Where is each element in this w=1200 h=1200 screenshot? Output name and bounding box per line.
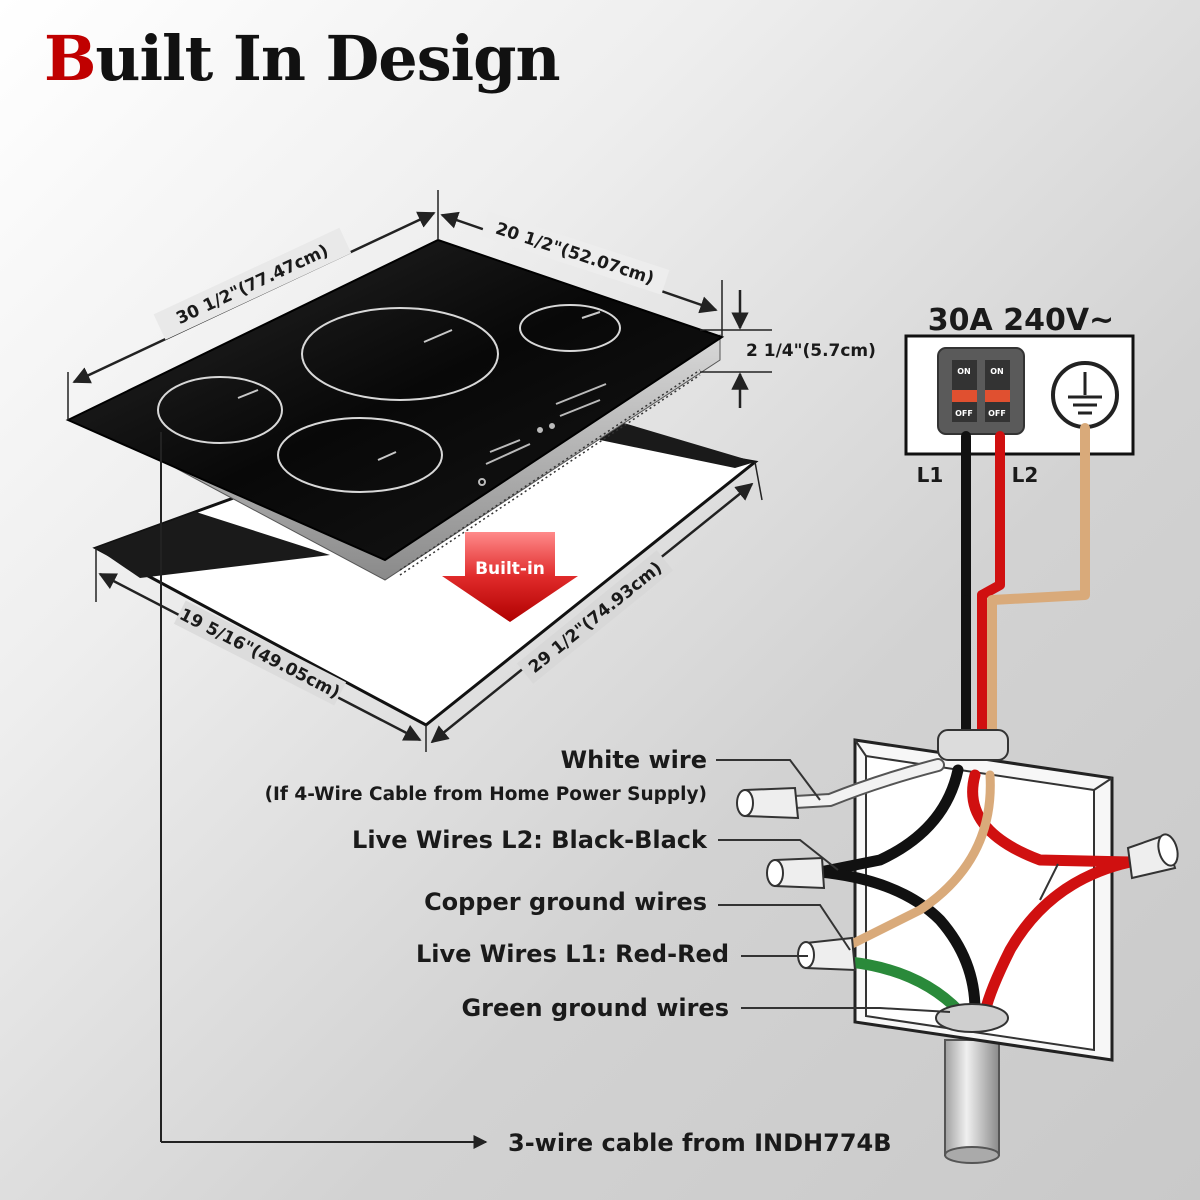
label-white-wire: White wire	[561, 746, 707, 774]
title-rest: uilt In Design	[95, 22, 560, 95]
cutout-shadow-right	[600, 416, 755, 468]
cable-label: 3-wire cable from INDH774B	[508, 1129, 892, 1157]
wire-black-inside-1	[814, 764, 964, 878]
switch-on-left: ON	[957, 367, 971, 376]
conduit-pipe	[944, 1039, 1000, 1156]
wire-green-inside	[844, 956, 966, 1018]
breaker-switch-housing	[937, 347, 1025, 435]
switch-off-left: OFF	[955, 409, 973, 418]
wire-nut-white	[736, 786, 800, 820]
control-panel	[478, 383, 607, 486]
wire-labels: White wire (If 4-Wire Cable from Home Po…	[265, 746, 729, 1022]
leader-lines	[716, 759, 1059, 1013]
wire-copper-inside	[845, 770, 995, 950]
wires	[788, 423, 1136, 1033]
label-white-wire-note: (If 4-Wire Cable from Home Power Supply)	[265, 784, 707, 805]
junction-box	[853, 738, 1114, 1164]
label-copper-ground: Copper ground wires	[424, 888, 707, 916]
cable-route	[160, 432, 488, 1149]
label-green-ground: Green ground wires	[461, 994, 729, 1022]
breaker-rating: 30A 240V~	[928, 303, 1114, 338]
breaker-l1-label: L1	[917, 463, 944, 487]
cutout-shadow-left	[96, 512, 330, 578]
breaker-l2-label: L2	[1012, 463, 1039, 487]
switch-off-right: OFF	[988, 409, 1006, 418]
label-live-l2: Live Wires L2: Black-Black	[352, 826, 708, 854]
wire-nuts	[736, 786, 1179, 972]
wire-nut-copper-green	[797, 936, 857, 972]
wire-black-inside-2	[814, 866, 981, 1016]
breaker-panel: 30A 240V~ ON ON OFF OFF L1 L2	[904, 303, 1135, 487]
page-title: Built In Design	[44, 22, 561, 95]
wire-copper-supply	[987, 423, 1090, 740]
label-live-l1: Live Wires L1: Red-Red	[416, 940, 729, 968]
ground-symbol-icon	[1051, 361, 1119, 429]
wire-nut-red	[1126, 833, 1179, 880]
wire-red-inside-2	[979, 856, 1136, 1018]
title-first-letter: B	[44, 22, 96, 95]
wire-nut-black	[766, 856, 826, 890]
dim-height: 2 1/4"(5.7cm)	[746, 341, 876, 361]
built-in-label: Built-in	[475, 559, 545, 579]
burner-center-front	[277, 417, 443, 493]
switch-on-right: ON	[990, 367, 1004, 376]
